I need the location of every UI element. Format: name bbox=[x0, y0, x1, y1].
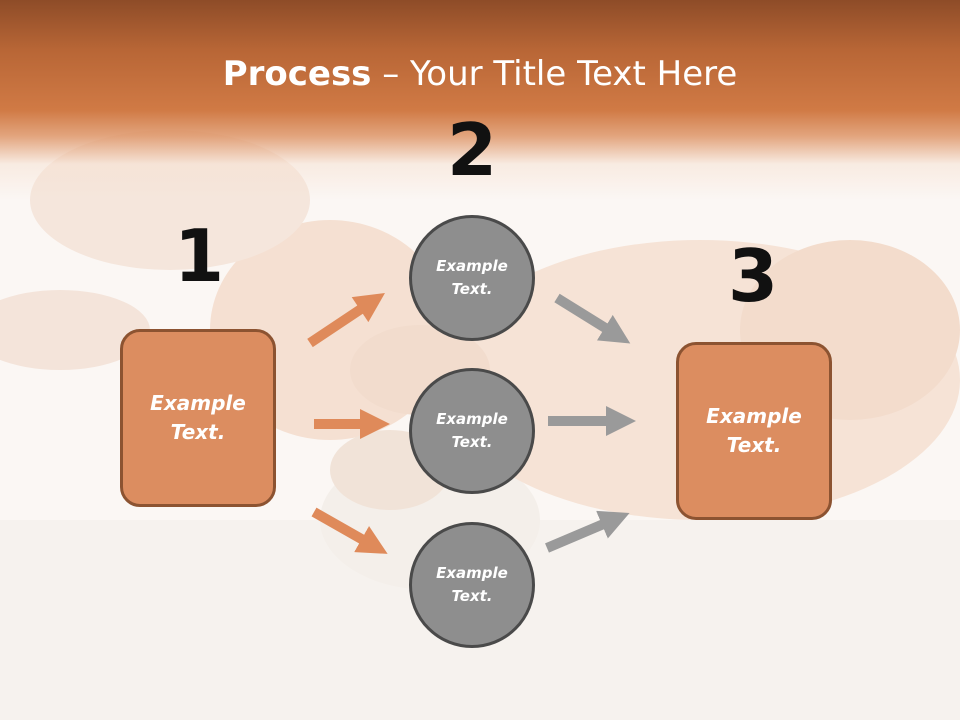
step-1-box: Example Text. bbox=[120, 329, 276, 507]
step-1-text: Example Text. bbox=[150, 391, 246, 444]
step-3-box: Example Text. bbox=[676, 342, 832, 520]
arrow-circle-top-to-3 bbox=[554, 293, 631, 344]
circle-bottom: Example Text. bbox=[409, 522, 535, 648]
step-number-1: 1 bbox=[173, 214, 225, 298]
title-bold: Process bbox=[222, 54, 372, 94]
circle-middle-text: Example Text. bbox=[436, 410, 508, 451]
circle-top-text: Example Text. bbox=[436, 257, 508, 298]
header-bar bbox=[0, 0, 960, 200]
circle-top: Example Text. bbox=[409, 215, 535, 341]
step-number-2: 2 bbox=[446, 108, 498, 192]
step-number-3: 3 bbox=[727, 234, 779, 318]
arrow-circle-bottom-to-3 bbox=[545, 510, 630, 553]
arrow-1-to-circle-top bbox=[307, 293, 385, 348]
arrow-1-to-circle-bottom bbox=[311, 507, 388, 554]
title-rest: – Your Title Text Here bbox=[371, 54, 738, 94]
circle-middle: Example Text. bbox=[409, 368, 535, 494]
slide-title: Process – Your Title Text Here bbox=[0, 52, 960, 96]
step-3-text: Example Text. bbox=[706, 404, 802, 457]
circle-bottom-text: Example Text. bbox=[436, 564, 508, 605]
